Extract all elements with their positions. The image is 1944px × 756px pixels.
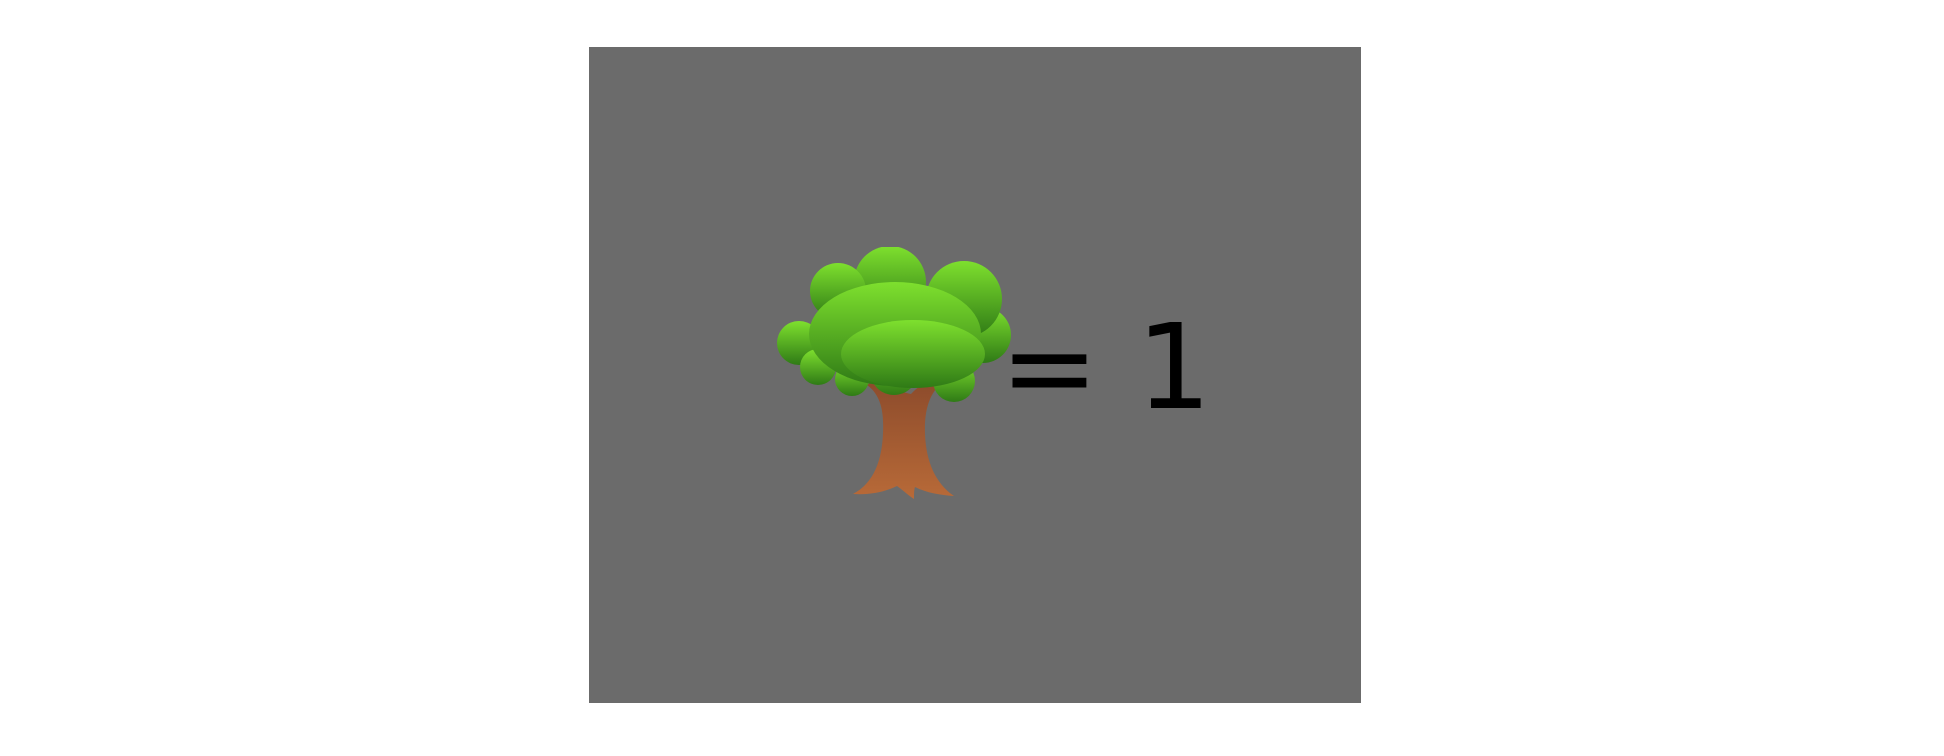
equation-label: = 1 <box>1000 298 1212 436</box>
legend-canvas: = 1 <box>589 47 1361 703</box>
tree-foliage <box>777 247 1011 402</box>
tree-trunk <box>853 377 954 499</box>
tree-icon <box>771 247 1037 503</box>
